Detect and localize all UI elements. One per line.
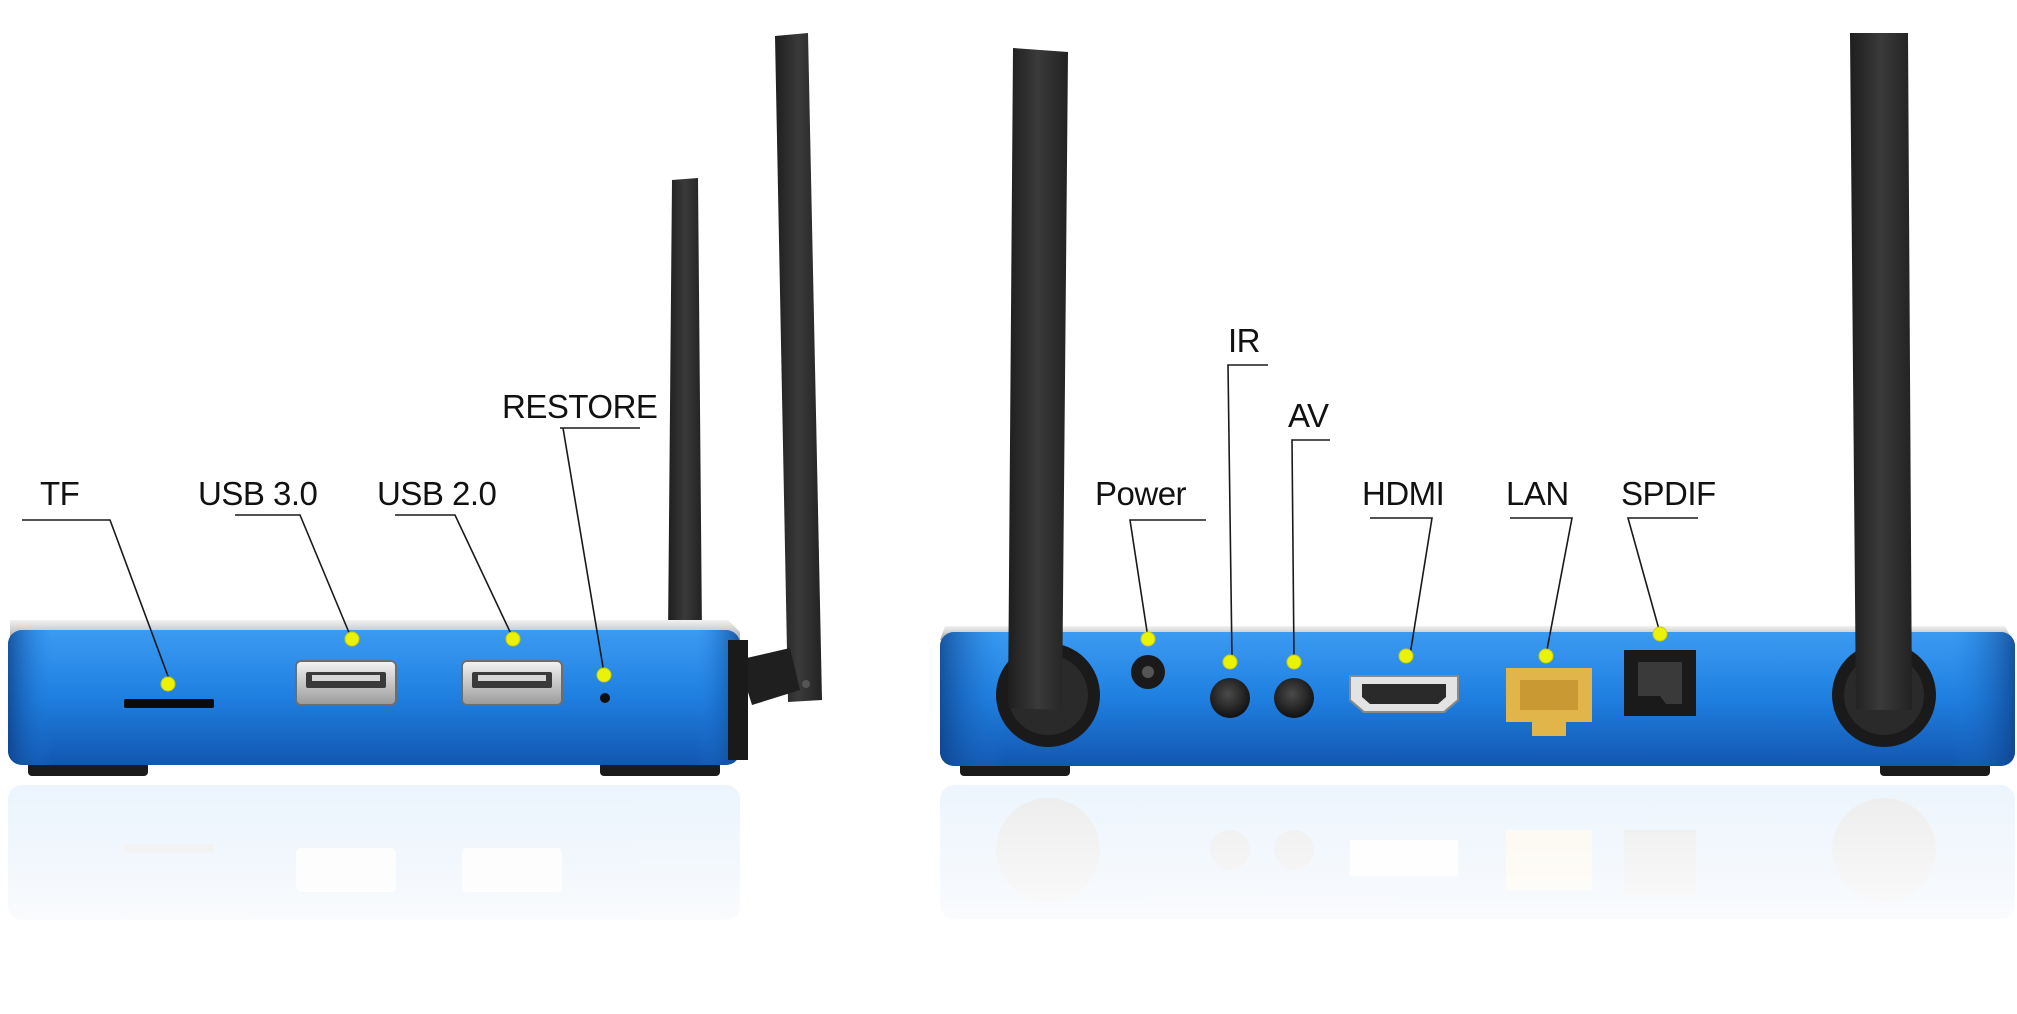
tf-label: TF: [40, 475, 79, 512]
spdif-label: SPDIF: [1621, 475, 1716, 512]
lan-label: LAN: [1506, 475, 1569, 512]
av-label: AV: [1288, 397, 1329, 434]
antenna-icon: [1850, 33, 1912, 710]
ir-label: IR: [1228, 322, 1260, 359]
usb2-label: USB 2.0: [377, 475, 497, 512]
power-jack-icon: [1131, 655, 1165, 689]
usb3-label: USB 3.0: [198, 475, 318, 512]
power-label: Power: [1095, 475, 1187, 512]
hdmi-port-icon: [1349, 675, 1459, 713]
antenna-icon: [668, 178, 702, 637]
front-device: TF USB 3.0 USB 2.0 RESTORE: [0, 33, 822, 962]
audio-jack-icon: [1210, 678, 1250, 718]
usb-port-icon: [461, 660, 563, 706]
hdmi-label: HDMI: [1362, 475, 1444, 512]
usb-port-icon: [295, 660, 397, 706]
antenna-icon: [738, 33, 822, 705]
ethernet-port-icon: [1506, 668, 1592, 736]
rear-device: Power IR AV HDMI LAN SPDIF: [930, 33, 2017, 962]
audio-jack-icon: [1274, 678, 1314, 718]
optical-port-icon: [1624, 650, 1696, 716]
restore-label: RESTORE: [502, 388, 657, 425]
sd-slot-icon: [124, 699, 214, 708]
antenna-icon: [1008, 48, 1068, 710]
